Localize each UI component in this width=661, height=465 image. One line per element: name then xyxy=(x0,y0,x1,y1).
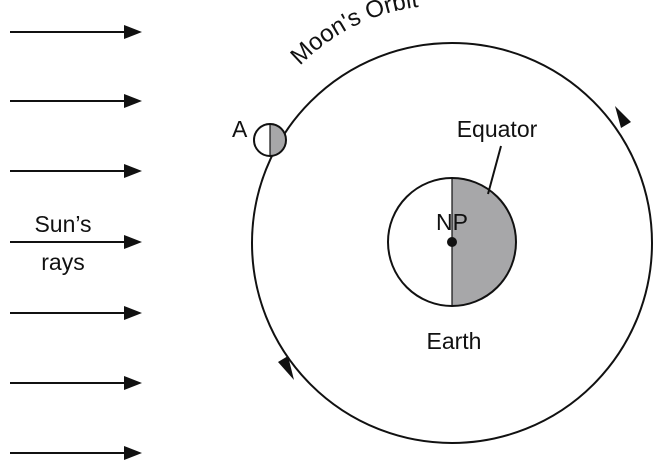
sun-rays xyxy=(10,25,142,460)
moons-orbit-label: Moon's Orbit xyxy=(285,0,420,70)
sun-ray-arrow xyxy=(10,446,142,460)
sun-ray-arrow xyxy=(10,235,142,249)
orbit-direction-arrow-upper-right xyxy=(615,106,631,128)
sun-ray-arrow xyxy=(10,376,142,390)
sun-ray-arrow xyxy=(10,25,142,39)
moon-orbit-circle xyxy=(251,42,653,444)
sun-ray-arrow xyxy=(10,306,142,320)
earth-label: Earth xyxy=(427,328,482,354)
svg-text:Moon's Orbit: Moon's Orbit xyxy=(285,0,420,70)
equator-leader-line xyxy=(487,145,502,195)
orbit-direction-arrow-lower-left xyxy=(278,356,294,380)
sun-ray-arrow xyxy=(10,164,142,178)
sun-rays-label-line2: rays xyxy=(41,249,84,275)
earth xyxy=(387,177,517,307)
moon-at-position-a xyxy=(253,123,287,157)
position-a-label: A xyxy=(232,116,248,142)
sun-ray-arrow xyxy=(10,94,142,108)
equator-label: Equator xyxy=(457,116,538,142)
sun-rays-label-line1: Sun’s xyxy=(34,211,91,237)
north-pole-label: NP xyxy=(436,209,468,235)
north-pole-dot xyxy=(447,237,457,247)
